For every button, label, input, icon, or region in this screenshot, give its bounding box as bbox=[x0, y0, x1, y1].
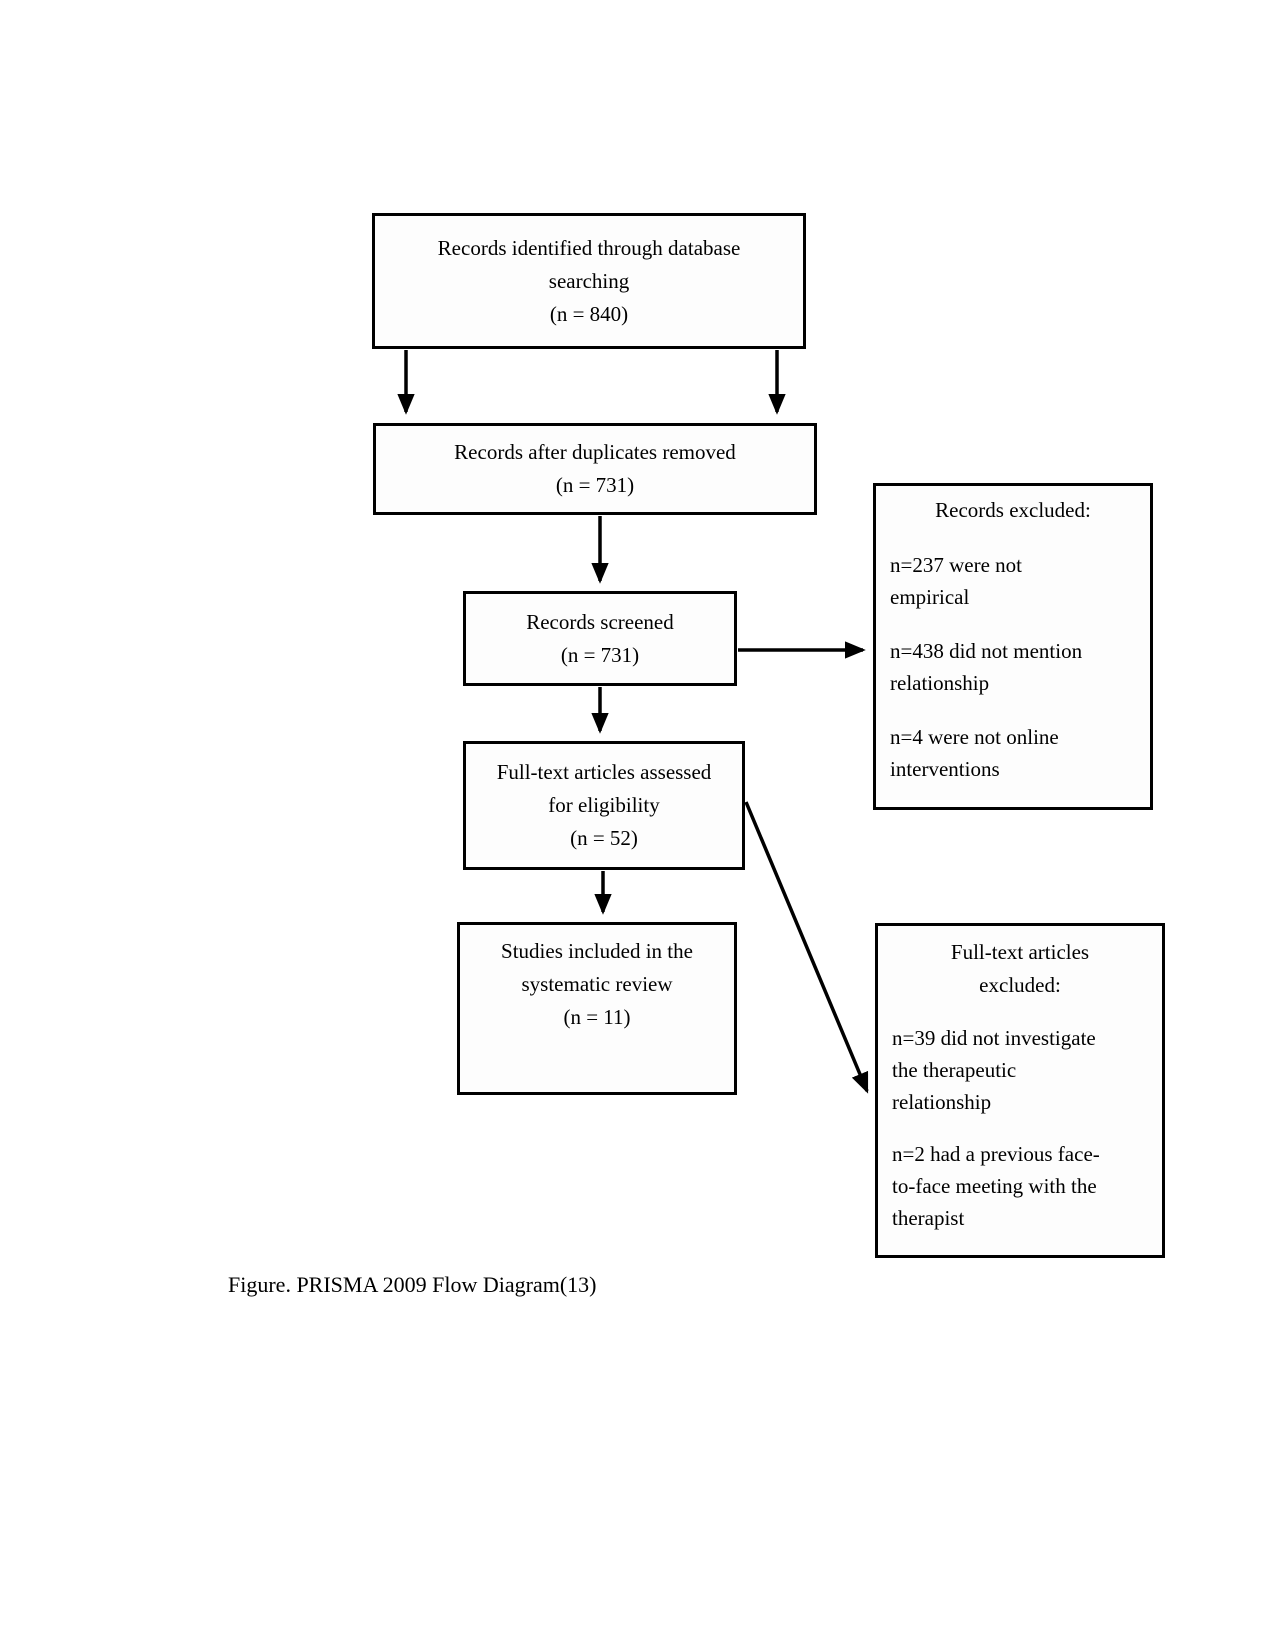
box-records-screened-count: (n = 731) bbox=[560, 642, 640, 667]
box-records-screened-title: Records screened bbox=[526, 609, 674, 634]
box-records-excluded-heading: Records excluded: bbox=[935, 498, 1091, 522]
figure-caption: Figure. PRISMA 2009 Flow Diagram(13) bbox=[228, 1272, 597, 1297]
fulltext-excluded-item: n=2 had a previous face-to-face meeting … bbox=[892, 1142, 1100, 1230]
box-studies-included: Studies included in the systematic revie… bbox=[457, 922, 737, 1095]
box-fulltext-assessed-count: (n = 52) bbox=[570, 826, 638, 850]
box-duplicates-removed-count: (n = 731) bbox=[555, 473, 635, 497]
box-duplicates-removed-title: Records after duplicates removed bbox=[454, 440, 736, 464]
records-excluded-item: n=237 were not empirical bbox=[890, 553, 1022, 609]
records-excluded-item: n=438 did not mention relationship bbox=[890, 639, 1083, 695]
box-duplicates-removed: Records after duplicates removed (n = 73… bbox=[373, 423, 817, 515]
box-records-excluded: Records excluded: n=237 were not empiric… bbox=[873, 483, 1153, 810]
box-fulltext-excluded-heading: Full-text articles excluded: bbox=[950, 940, 1090, 997]
box-studies-included-count: (n = 11) bbox=[563, 1005, 631, 1029]
box-studies-included-title: Studies included in the systematic revie… bbox=[501, 939, 693, 996]
box-fulltext-assessed-title: Full-text articles assessed for eligibil… bbox=[496, 760, 712, 817]
fulltext-excluded-item: n=39 did not investigate the therapeutic… bbox=[892, 1026, 1096, 1114]
box-records-identified-count: (n = 840) bbox=[549, 301, 629, 326]
box-records-screened: Records screened (n = 731) bbox=[463, 591, 737, 686]
box-fulltext-excluded: Full-text articles excluded: n=39 did no… bbox=[875, 923, 1165, 1258]
arrow-fulltext-to-fulltext-excluded bbox=[744, 801, 869, 1094]
records-excluded-item: n=4 were not online interventions bbox=[890, 725, 1059, 781]
box-records-identified-title: Records identified through database sear… bbox=[437, 235, 741, 293]
box-records-identified: Records identified through database sear… bbox=[372, 213, 806, 349]
box-fulltext-assessed: Full-text articles assessed for eligibil… bbox=[463, 741, 745, 870]
